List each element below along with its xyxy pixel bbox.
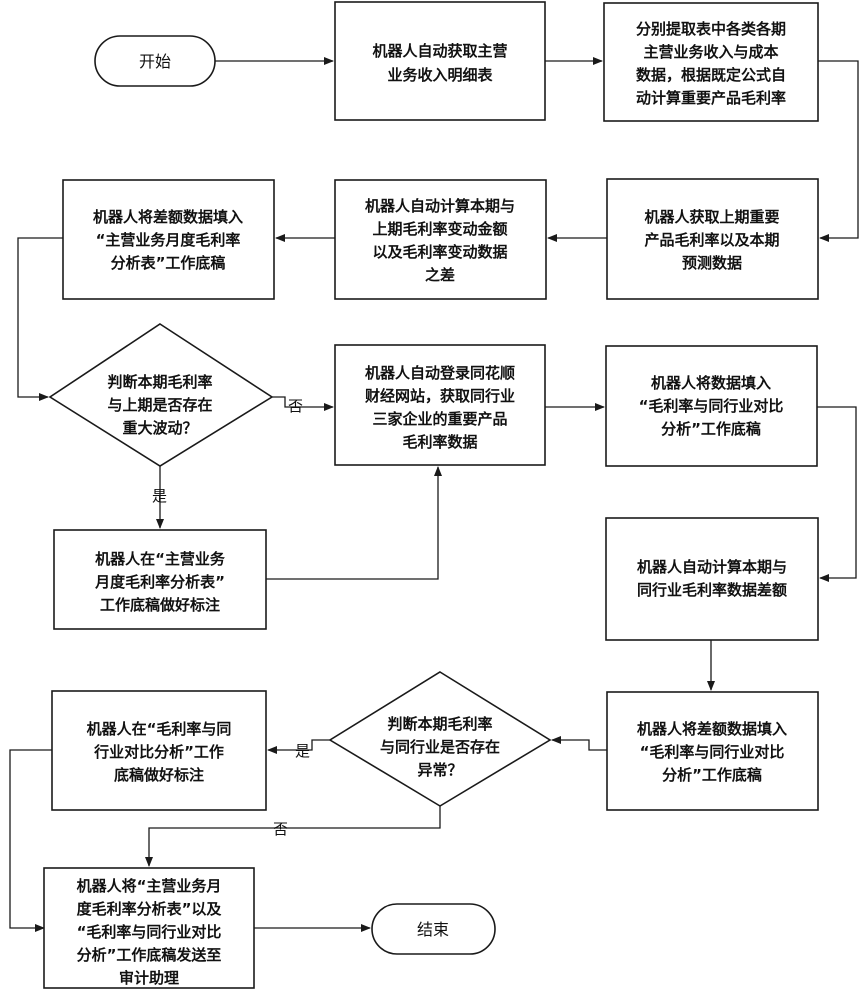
mark2-line-2: 行业对比分析”工作 xyxy=(93,743,224,761)
calc-peer-diff-line-2: 同行业毛利率数据差额 xyxy=(637,581,787,599)
fill-peer-diff-line-1: 机器人将差额数据填入 xyxy=(637,720,787,738)
decision2-line-1: 判断本期毛利率 xyxy=(387,715,492,733)
edge-decision2-to-send xyxy=(145,806,441,867)
fetch-detail-line-2: 业务收入明细表 xyxy=(387,66,493,84)
edge-label-decision2-yes: 是 xyxy=(295,742,310,760)
decision2-line-3: 异常？ xyxy=(417,761,462,779)
decision1-node: 判断本期毛利率 与上期是否存在 重大波动？ xyxy=(48,323,274,467)
fill-peer-line-1: 机器人将数据填入 xyxy=(651,374,771,392)
fill-diff-line-2: “主营业务月度毛利率 xyxy=(96,231,241,249)
start-node: 开始 xyxy=(94,35,216,87)
mark1-line-1: 机器人在“主营业务 xyxy=(95,550,226,568)
fill-diff-line-3: 分析表”工作底稿 xyxy=(111,254,226,272)
extract-calc-line-3: 数据，根据既定公式自 xyxy=(636,66,786,84)
mark1-line-3: 工作底稿做好标注 xyxy=(100,596,220,614)
calc-peer-diff-line-1: 机器人自动计算本期与 xyxy=(637,558,787,576)
edge-mark1-to-login xyxy=(266,466,442,580)
calc-diff-line-3: 以及毛利率变动数据 xyxy=(372,243,507,261)
calc-diff-line-2: 上期毛利率变动金额 xyxy=(372,220,507,238)
decision1-line-3: 重大波动？ xyxy=(122,419,197,437)
decision2-node: 判断本期毛利率 与同行业是否存在 异常？ xyxy=(328,671,552,807)
login-ths-line-3: 三家企业的重要产品 xyxy=(372,410,507,428)
send-line-2: 度毛利率分析表”以及 xyxy=(77,900,223,918)
fill-peer-diff-node: 机器人将差额数据填入 “毛利率与同行业对比 分析”工作底稿 xyxy=(606,691,819,811)
send-node: 机器人将“主营业务月 度毛利率分析表”以及 “毛利率与同行业对比 分析”工作底稿… xyxy=(43,867,255,989)
fill-peer-diff-line-3: 分析”工作底稿 xyxy=(662,766,762,784)
start-node-label: 开始 xyxy=(139,52,171,71)
extract-calc-line-4: 动计算重要产品毛利率 xyxy=(636,89,786,107)
end-node: 结束 xyxy=(371,903,496,955)
edge-decision2-to-mark2 xyxy=(267,739,330,754)
get-prev-line-3: 预测数据 xyxy=(682,254,742,272)
get-prev-node: 机器人获取上期重要 产品毛利率以及本期 预测数据 xyxy=(606,178,819,300)
edge-fillpeer-to-calcpeer xyxy=(817,406,857,582)
edge-extract-to-getprev xyxy=(818,60,859,242)
calc-diff-line-4: 之差 xyxy=(425,266,455,284)
login-ths-line-1: 机器人自动登录同花顺 xyxy=(365,364,515,382)
extract-calc-line-1: 分别提取表中各类各期 xyxy=(636,20,786,38)
decision1-line-2: 与上期是否存在 xyxy=(107,396,212,414)
extract-calc-node: 分别提取表中各类各期 主营业务收入与成本 数据，根据既定公式自 动计算重要产品毛… xyxy=(603,2,819,122)
calc-peer-diff-node: 机器人自动计算本期与 同行业毛利率数据差额 xyxy=(605,517,819,641)
calc-diff-node: 机器人自动计算本期与 上期毛利率变动金额 以及毛利率变动数据 之差 xyxy=(334,179,547,300)
fill-diff-node: 机器人将差额数据填入 “主营业务月度毛利率 分析表”工作底稿 xyxy=(62,179,275,300)
edges xyxy=(9,57,859,932)
send-line-1: 机器人将“主营业务月 xyxy=(77,877,222,895)
send-line-3: “毛利率与同行业对比 xyxy=(77,923,222,941)
edge-label-decision2-no: 否 xyxy=(273,820,288,838)
fill-peer-line-3: 分析”工作底稿 xyxy=(661,420,761,438)
mark1-line-2: 月度毛利率分析表” xyxy=(94,573,225,591)
send-line-5: 审计助理 xyxy=(119,969,179,987)
mark2-line-3: 底稿做好标注 xyxy=(114,766,204,784)
mark1-node: 机器人在“主营业务 月度毛利率分析表” 工作底稿做好标注 xyxy=(53,529,267,630)
decision1-line-1: 判断本期毛利率 xyxy=(107,373,212,391)
fill-peer-diff-line-2: “毛利率与同行业对比 xyxy=(640,743,785,761)
fill-diff-line-1: 机器人将差额数据填入 xyxy=(93,208,243,226)
send-line-4: 分析”工作底稿发送至 xyxy=(77,946,222,964)
calc-diff-line-1: 机器人自动计算本期与 xyxy=(365,197,515,215)
end-node-label: 结束 xyxy=(417,920,449,939)
get-prev-line-2: 产品毛利率以及本期 xyxy=(644,231,779,249)
fill-peer-node: 机器人将数据填入 “毛利率与同行业对比 分析”工作底稿 xyxy=(605,345,818,467)
edge-decision1-to-login xyxy=(270,396,334,411)
edge-label-decision1-yes: 是 xyxy=(152,487,167,505)
mark2-line-1: 机器人在“毛利率与同 xyxy=(87,720,232,738)
mark2-node: 机器人在“毛利率与同 行业对比分析”工作 底稿做好标注 xyxy=(51,690,267,811)
login-ths-node: 机器人自动登录同花顺 财经网站，获取同行业 三家企业的重要产品 毛利率数据 xyxy=(334,344,546,466)
fetch-detail-line-1: 机器人自动获取主营 xyxy=(372,42,507,60)
login-ths-line-2: 财经网站，获取同行业 xyxy=(365,387,515,405)
edge-mark2-to-send xyxy=(9,749,52,932)
extract-calc-line-2: 主营业务收入与成本 xyxy=(643,43,778,61)
fetch-detail-node: 机器人自动获取主营 业务收入明细表 xyxy=(334,1,546,121)
edge-filldiff-to-decision1 xyxy=(17,237,63,401)
get-prev-line-1: 机器人获取上期重要 xyxy=(644,208,779,226)
edge-fillpeerdiff-to-decision2 xyxy=(551,736,607,751)
decision2-line-2: 与同行业是否存在 xyxy=(380,738,500,756)
fill-peer-line-2: “毛利率与同行业对比 xyxy=(639,397,784,415)
edge-label-decision1-no: 否 xyxy=(288,397,303,415)
login-ths-line-4: 毛利率数据 xyxy=(402,433,477,451)
